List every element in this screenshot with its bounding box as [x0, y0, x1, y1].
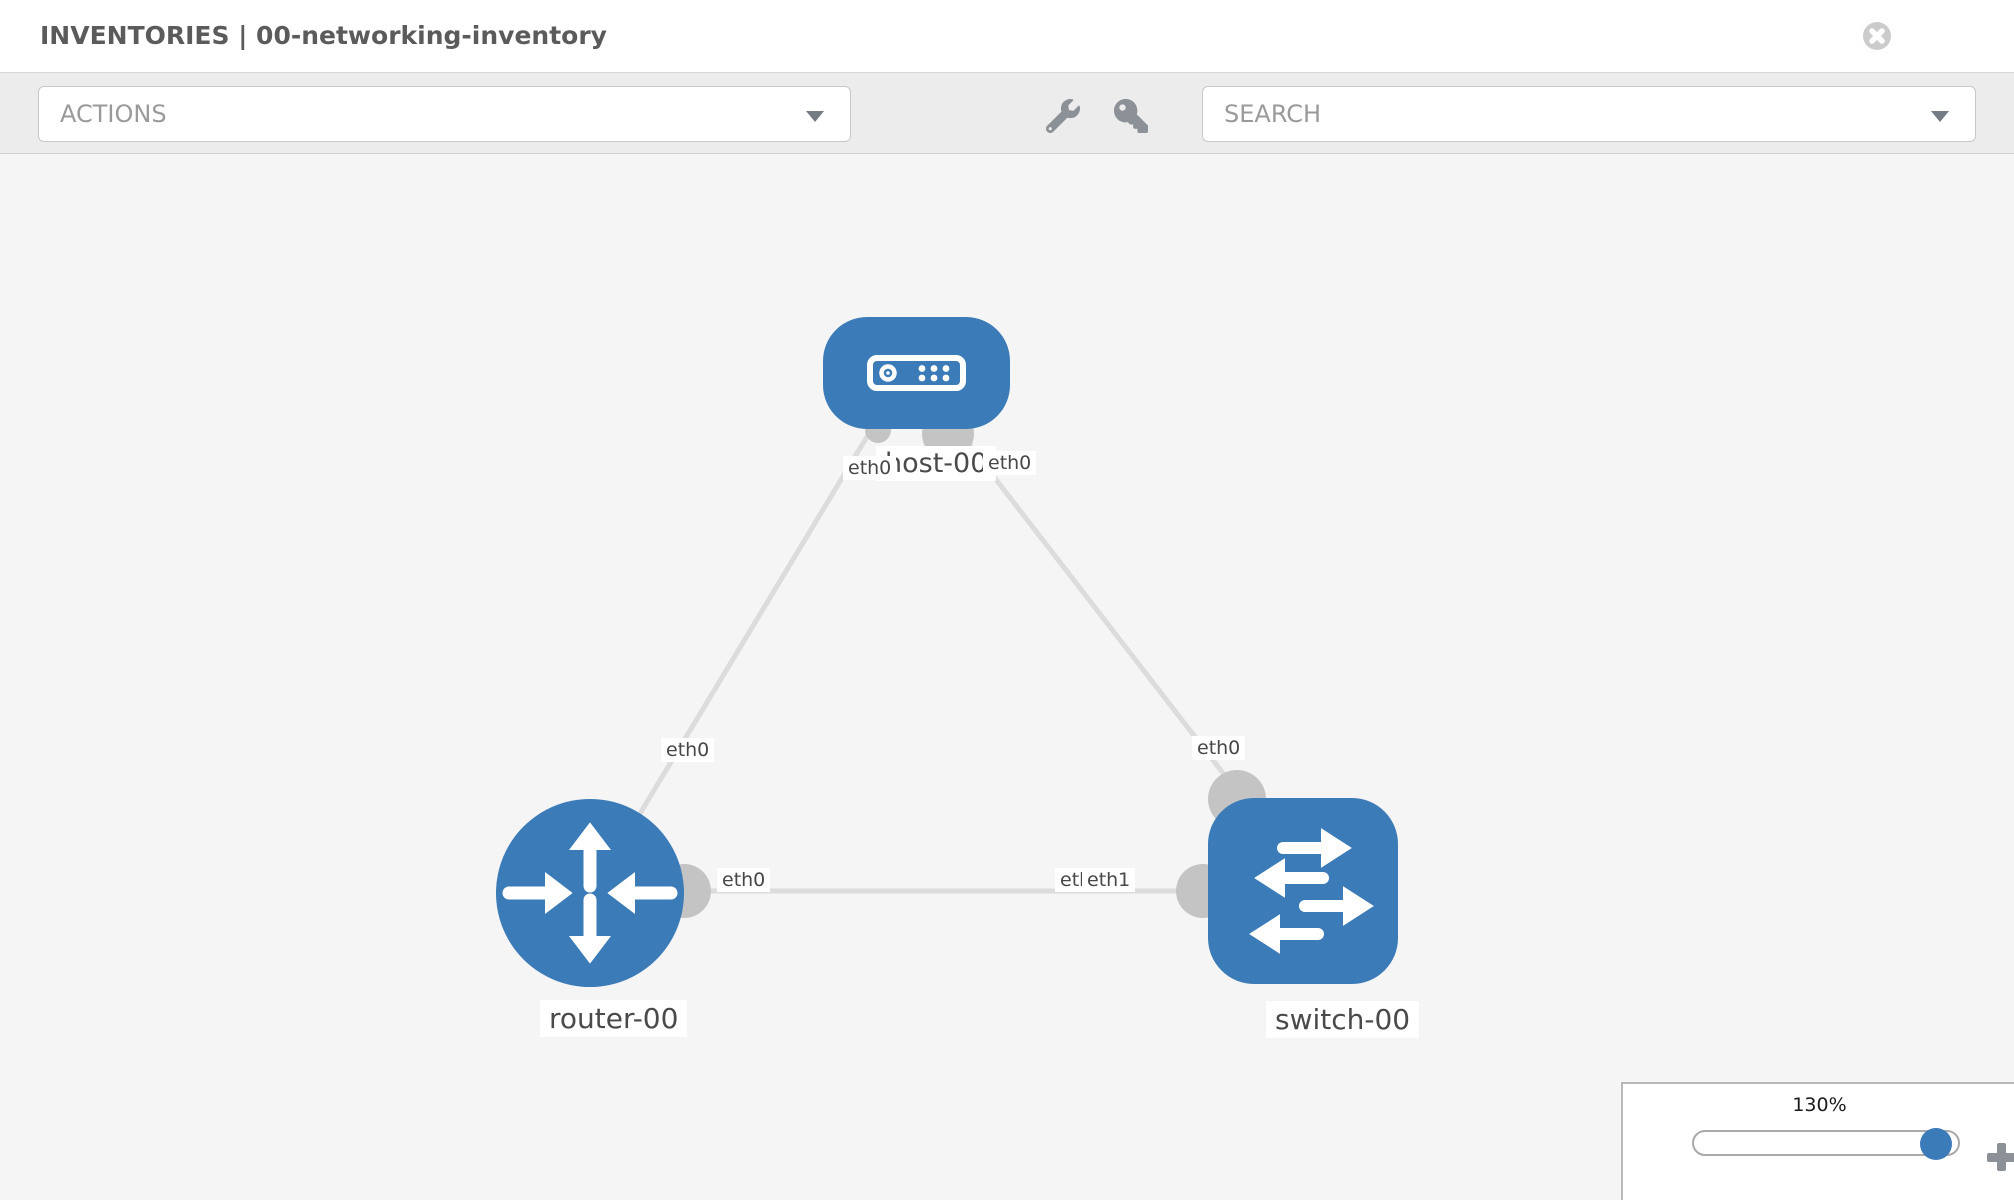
link-host-router[interactable]	[597, 418, 880, 882]
actions-dropdown[interactable]: ACTIONS	[38, 86, 851, 142]
page-header: INVENTORIES | 00-networking-inventory	[0, 0, 2014, 72]
toolbar: ACTIONS SEARCH	[0, 72, 2014, 154]
port-label-eth0-router-right: eth0	[717, 868, 771, 892]
search-dropdown[interactable]: SEARCH	[1202, 86, 1976, 142]
page-title: INVENTORIES | 00-networking-inventory	[40, 21, 607, 50]
close-icon	[1863, 22, 1891, 50]
zoom-percentage: 130%	[1792, 1094, 1847, 1116]
zoom-out-button[interactable]	[1649, 1134, 1681, 1154]
key-icon-button[interactable]	[1108, 93, 1154, 139]
chevron-down-icon	[1931, 111, 1949, 122]
wrench-icon	[1046, 99, 1080, 133]
port-label-eth0-host-left: eth0	[843, 456, 897, 480]
port-label-eth0-switch-top: eth0	[1192, 736, 1246, 760]
router-icon	[502, 822, 678, 964]
node-label-switch-00: switch-00	[1266, 1001, 1420, 1038]
zoom-control-panel: 130%	[1621, 1082, 2014, 1200]
search-dropdown-label: SEARCH	[1224, 100, 1322, 128]
node-switch-00[interactable]	[1208, 798, 1398, 984]
switch-icon	[1249, 828, 1374, 954]
zoom-in-button[interactable]	[1971, 1127, 2014, 1171]
close-button[interactable]	[1862, 21, 1892, 51]
port-label-eth0-router-link: eth0	[661, 738, 715, 762]
wrench-icon-button[interactable]	[1040, 93, 1086, 139]
actions-dropdown-label: ACTIONS	[60, 100, 167, 128]
port-label-eth1-switch-left: eth1	[1082, 868, 1136, 892]
node-router-00[interactable]	[496, 799, 684, 987]
port-label-eth0-host-right: eth0	[983, 451, 1037, 475]
node-host-00[interactable]	[823, 317, 1010, 429]
chevron-down-icon	[806, 111, 824, 122]
key-icon	[1114, 99, 1148, 133]
node-label-router-00: router-00	[540, 1000, 688, 1037]
host-icon	[867, 355, 966, 391]
topology-canvas[interactable]	[0, 155, 2014, 1200]
zoom-slider[interactable]	[1692, 1128, 1960, 1160]
zoom-slider-thumb[interactable]	[1920, 1128, 1952, 1160]
